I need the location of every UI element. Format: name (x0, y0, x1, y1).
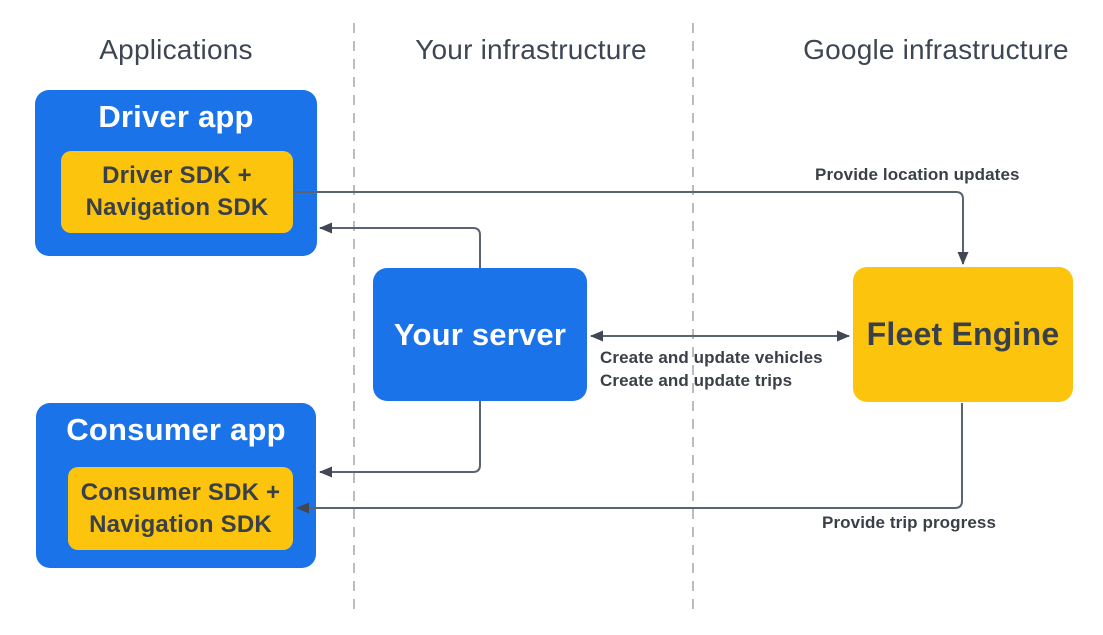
edge-location-updates (293, 191, 969, 265)
consumer-app-title: Consumer app (66, 412, 286, 447)
edge-label-create-update: Create and update vehicles Create and up… (600, 346, 823, 392)
edge-label-create-update-vehicles: Create and update vehicles (600, 348, 823, 367)
driver-app-node: Driver app Driver SDK + Navigation SDK (35, 90, 317, 256)
consumer-sdk-label-line2: Navigation SDK (89, 510, 272, 538)
driver-app-title: Driver app (98, 99, 254, 134)
driver-sdk-node: Driver SDK + Navigation SDK (61, 151, 293, 233)
column-header-your-infrastructure: Your infrastructure (415, 34, 647, 65)
consumer-sdk-node: Consumer SDK + Navigation SDK (68, 467, 293, 550)
driver-sdk-label-line2: Navigation SDK (85, 194, 269, 221)
your-server-node: Your server (373, 268, 587, 401)
edge-trip-progress (296, 403, 963, 514)
fleet-engine-title: Fleet Engine (866, 316, 1060, 352)
fleet-engine-node: Fleet Engine (853, 267, 1073, 402)
edge-server-to-consumer-app (319, 401, 481, 478)
your-server-title: Your server (393, 316, 567, 352)
edge-server-to-driver-app (319, 222, 481, 268)
edge-label-create-update-trips: Create and update trips (600, 371, 793, 390)
consumer-app-node: Consumer app Consumer SDK + Navigation S… (36, 403, 316, 568)
column-header-applications: Applications (99, 34, 253, 65)
edge-label-location-updates: Provide location updates (815, 165, 1020, 184)
edge-label-trip-progress: Provide trip progress (822, 513, 997, 532)
driver-sdk-label-line1: Driver SDK + (102, 162, 252, 189)
consumer-sdk-label-line1: Consumer SDK + (80, 478, 281, 506)
column-header-google-infrastructure: Google infrastructure (803, 34, 1069, 65)
